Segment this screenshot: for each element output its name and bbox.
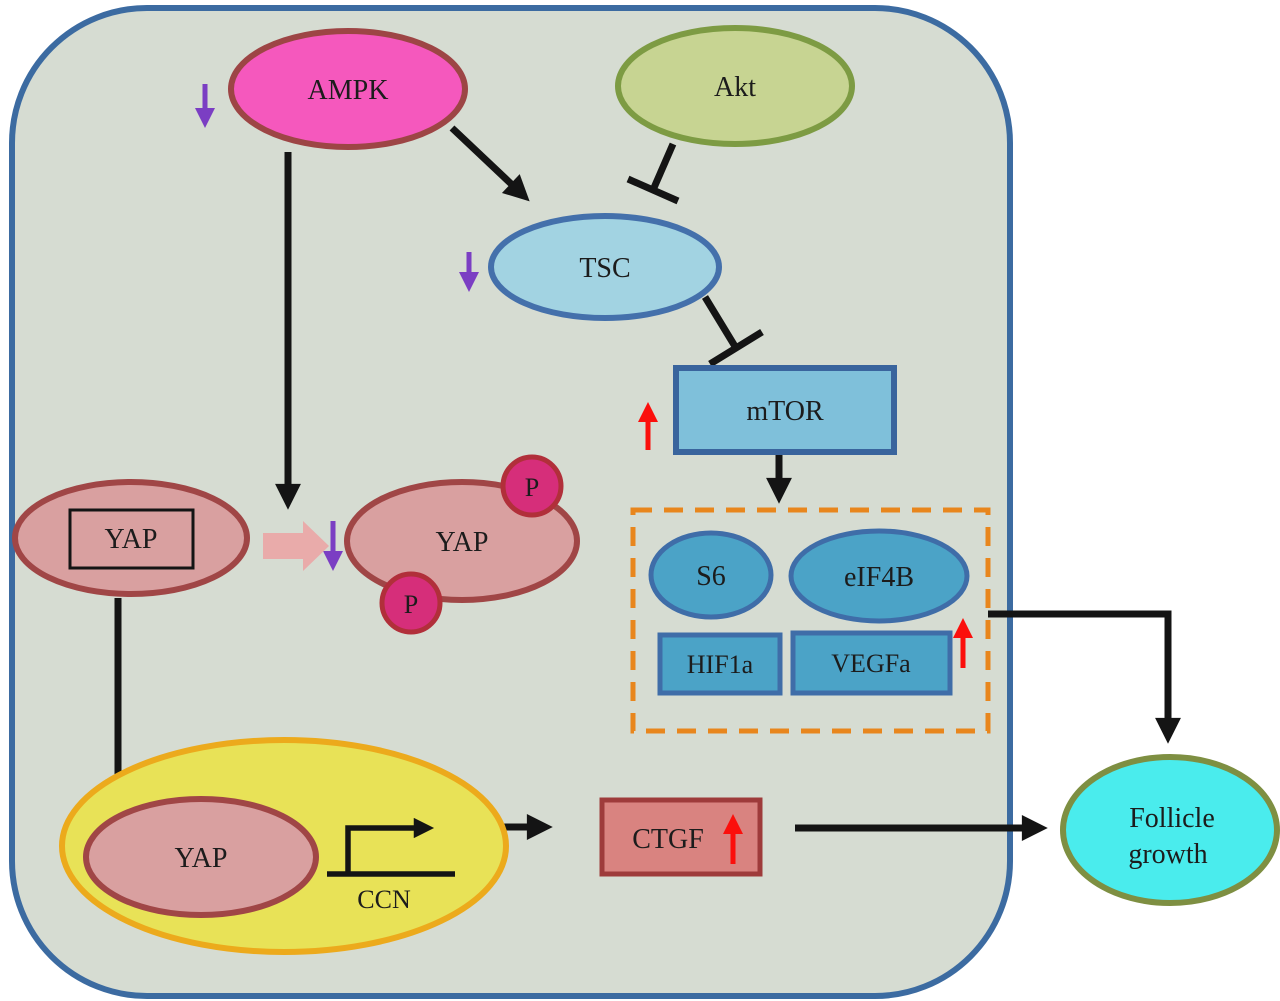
tsc-ellipse — [488, 213, 722, 321]
node-akt: Akt — [615, 25, 855, 147]
node-mtor: mTOR — [673, 365, 897, 455]
tsc-label: TSC — [579, 253, 630, 284]
vegfa-label: VEGFa — [831, 649, 911, 678]
eif4b-ellipse — [788, 528, 970, 624]
akt-label: Akt — [714, 72, 756, 103]
mtor-rect — [673, 365, 897, 455]
vegfa-rect — [790, 630, 953, 696]
arrow-targets-to-follicle — [988, 610, 1181, 744]
ctgf-label: CTGF — [632, 824, 704, 855]
ampk-ellipse — [228, 28, 468, 150]
follicle-ellipse — [1060, 754, 1280, 906]
phosphate-circle-top — [500, 454, 564, 518]
ccn-promoter-symbol — [327, 817, 455, 877]
phosphate-label-top: P — [525, 473, 539, 502]
akt-ellipse — [615, 25, 855, 147]
mtor-label: mTOR — [746, 396, 824, 427]
phosphate-circle-bottom — [379, 571, 443, 635]
node-tsc: TSC — [488, 213, 722, 321]
hif1a-label: HIF1a — [687, 650, 754, 679]
ccn-label: CCN — [357, 885, 411, 914]
yap-cytoplasmic-box — [68, 508, 195, 570]
s6-label: S6 — [696, 561, 726, 592]
yap-nuclear-label: YAP — [175, 843, 228, 874]
yap-cytoplasmic-label: YAP — [105, 524, 158, 555]
targets-dashed-box — [630, 507, 991, 734]
node-ampk: AMPK — [228, 28, 468, 150]
node-yap-phosphorylated: YAP P P — [344, 454, 580, 635]
node-follicle-growth: Follicle growth — [1060, 754, 1280, 906]
arrow-ampk-to-tsc — [449, 125, 530, 202]
block-arrow-yap-phosphorylation — [263, 521, 329, 571]
node-yap-cytoplasmic: YAP — [12, 479, 250, 597]
follicle-label-line1: Follicle — [1129, 803, 1215, 834]
node-ctgf: CTGF — [599, 797, 763, 877]
mtor-targets-group: S6 eIF4B HIF1a VEGFa — [630, 507, 991, 734]
inhibition-tsc-to-mtor — [702, 295, 764, 367]
hif1a-rect — [657, 632, 783, 696]
eif4b-label: eIF4B — [844, 562, 914, 593]
yap-nuclear-ellipse — [83, 796, 319, 918]
inhibition-akt-to-tsc — [626, 142, 680, 205]
follicle-label-line2: growth — [1128, 839, 1207, 870]
nucleus-group: YAP CCN — [59, 737, 509, 955]
ampk-label: AMPK — [308, 75, 389, 106]
s6-ellipse — [648, 530, 774, 620]
phosphate-label-bottom: P — [404, 590, 418, 619]
yap-phospho-label: YAP — [436, 527, 489, 558]
